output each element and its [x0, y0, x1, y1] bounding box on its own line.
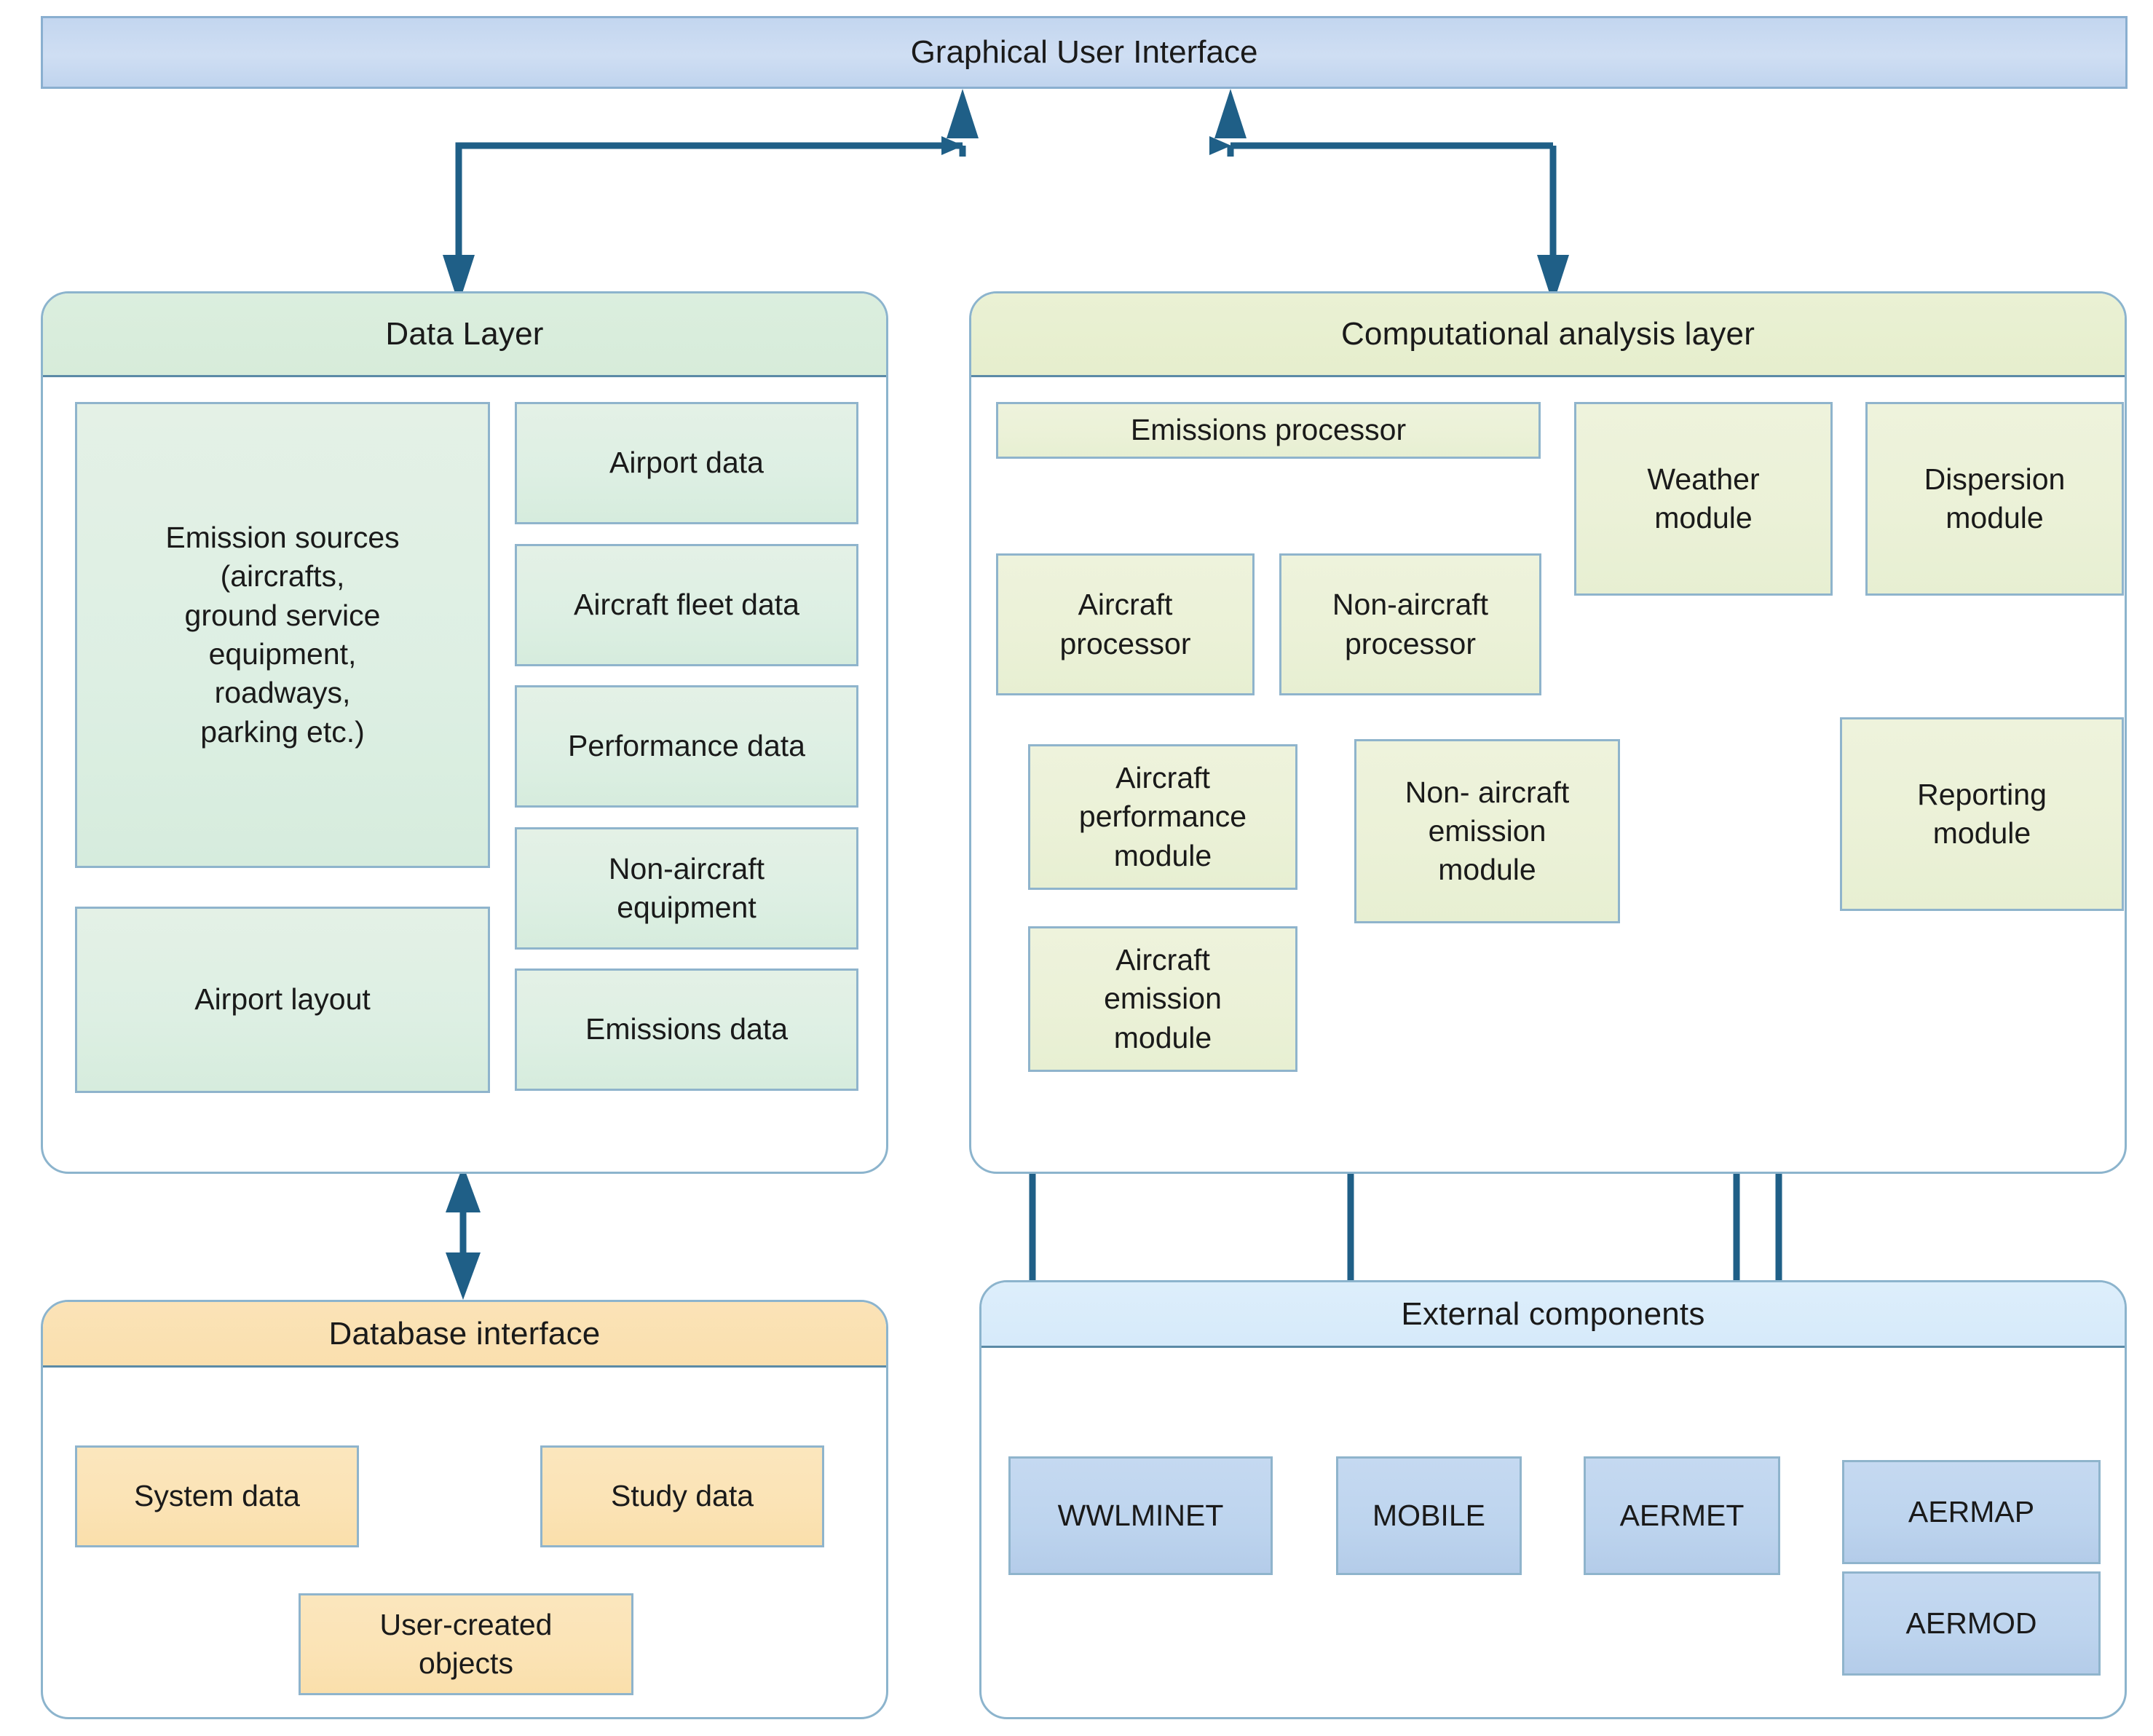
box-performance-data[interactable]: Performance data	[515, 685, 858, 808]
box-study-data[interactable]: Study data	[540, 1445, 824, 1547]
data-layer-header-label: Data Layer	[385, 316, 544, 352]
box-aermap[interactable]: AERMAP	[1842, 1460, 2101, 1564]
box-system-data[interactable]: System data	[75, 1445, 359, 1547]
external-components-header: External components	[981, 1282, 2125, 1348]
data-layer-header: Data Layer	[43, 293, 886, 377]
box-mobile[interactable]: MOBILE	[1336, 1456, 1522, 1575]
box-aircraft-fleet-data[interactable]: Aircraft fleet data	[515, 544, 858, 666]
box-weather-module[interactable]: Weather module	[1574, 402, 1833, 596]
box-non-aircraft-equipment[interactable]: Non-aircraft equipment	[515, 827, 858, 950]
database-interface-header: Database interface	[43, 1302, 886, 1368]
gui-label: Graphical User Interface	[910, 34, 1258, 70]
box-emissions-processor[interactable]: Emissions processor	[996, 402, 1541, 459]
external-components-header-label: External components	[1401, 1295, 1705, 1332]
computational-layer-header: Computational analysis layer	[971, 293, 2125, 377]
box-aermod[interactable]: AERMOD	[1842, 1571, 2101, 1676]
box-reporting-module[interactable]: Reporting module	[1840, 717, 2124, 911]
box-aircraft-performance-module[interactable]: Aircraft performance module	[1028, 744, 1297, 890]
box-non-aircraft-processor[interactable]: Non-aircraft processor	[1279, 553, 1541, 695]
box-wwlminet[interactable]: WWLMINET	[1008, 1456, 1273, 1575]
box-emissions-data[interactable]: Emissions data	[515, 968, 858, 1091]
box-user-created-objects[interactable]: User-created objects	[299, 1593, 633, 1695]
box-dispersion-module[interactable]: Dispersion module	[1865, 402, 2124, 596]
box-airport-layout[interactable]: Airport layout	[75, 907, 490, 1093]
box-non-aircraft-emission-module[interactable]: Non- aircraft emission module	[1354, 739, 1620, 923]
box-airport-data[interactable]: Airport data	[515, 402, 858, 524]
computational-layer-header-label: Computational analysis layer	[1340, 316, 1755, 352]
box-aircraft-emission-module[interactable]: Aircraft emission module	[1028, 926, 1297, 1072]
box-aircraft-processor[interactable]: Aircraft processor	[996, 553, 1255, 695]
gui-banner[interactable]: Graphical User Interface	[41, 16, 2128, 89]
box-aermet[interactable]: AERMET	[1584, 1456, 1780, 1575]
box-emission-sources[interactable]: Emission sources (aircrafts, ground serv…	[75, 402, 490, 868]
database-interface-header-label: Database interface	[328, 1315, 601, 1352]
